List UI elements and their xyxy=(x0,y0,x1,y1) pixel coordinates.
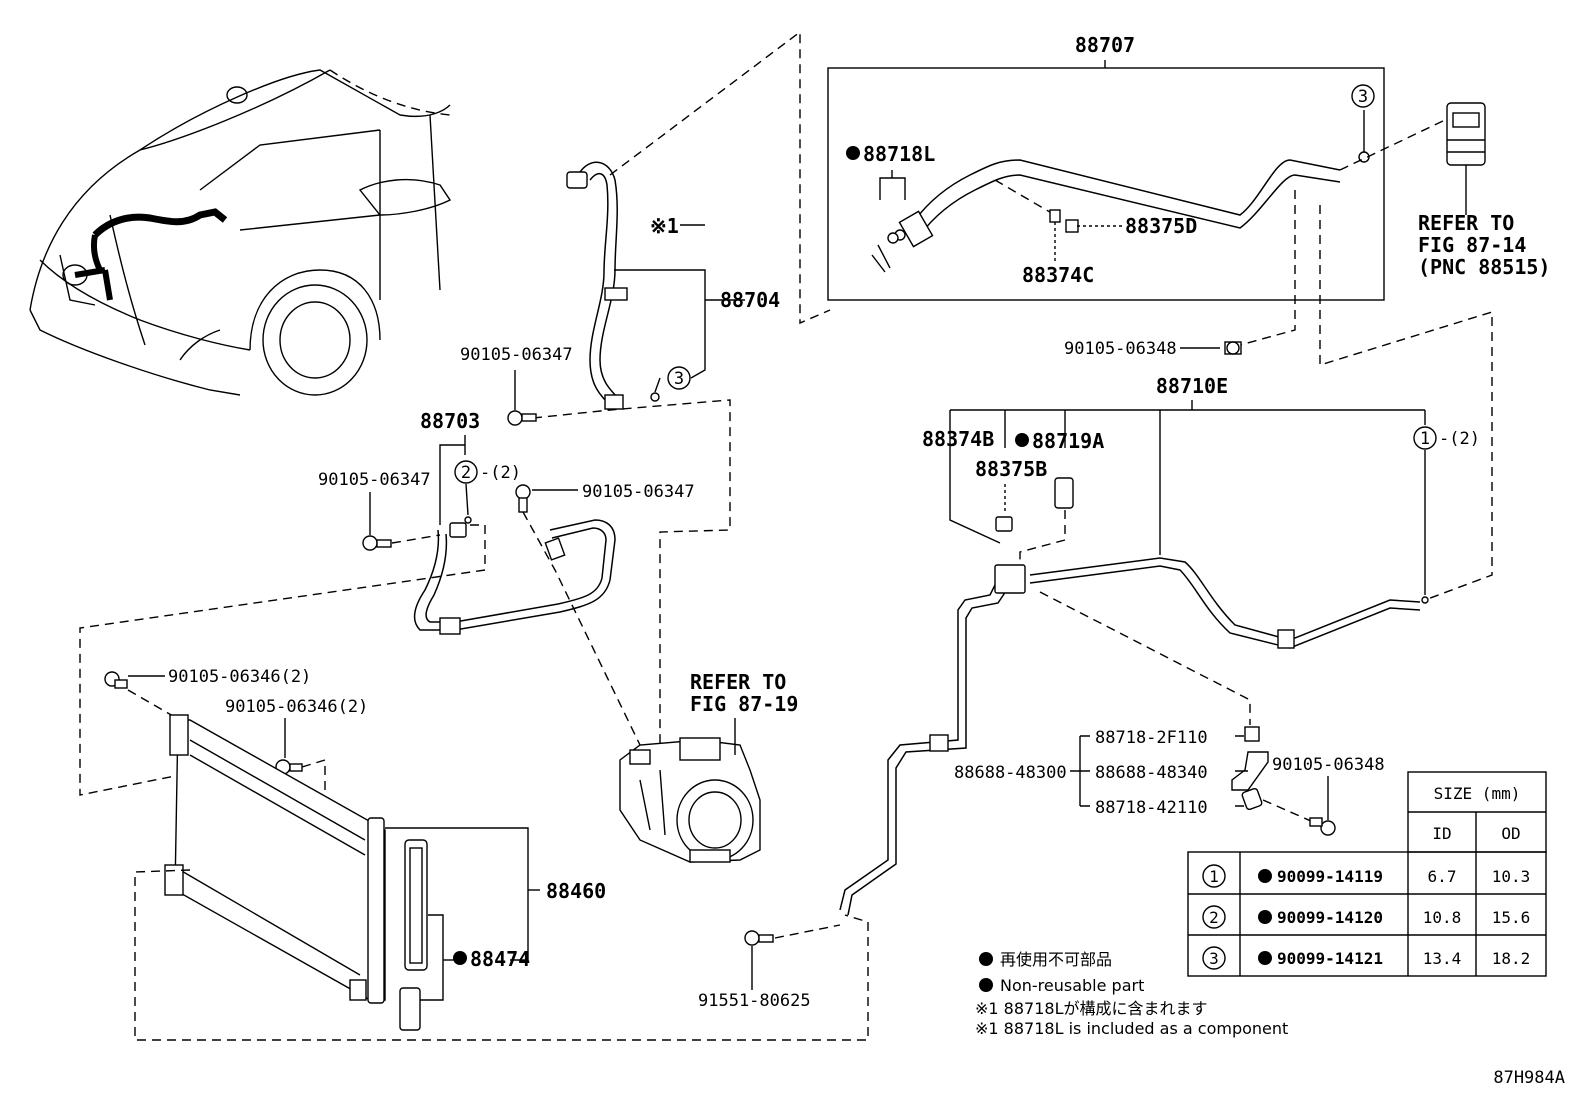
label-88718L: 88718L xyxy=(863,142,935,166)
table-row-2-od: 15.6 xyxy=(1492,908,1531,927)
circled-number-icon xyxy=(1202,946,1226,970)
legend-jp-nonreusable: 再使用不可部品 xyxy=(1000,950,1112,969)
label-90105-06347-a: 90105-06347 xyxy=(460,345,573,365)
label-90105-06348-a: 90105-06348 xyxy=(1064,339,1177,359)
table-row-3-circle: 3 xyxy=(1209,949,1219,968)
label-90105-06348-b: 90105-06348 xyxy=(1272,755,1385,775)
bolt-icon xyxy=(104,671,128,689)
circle-2-a: 2 xyxy=(461,463,471,483)
refer2-line-2: FIG 87-19 xyxy=(690,692,798,716)
circle-3-a: 3 xyxy=(1358,87,1368,107)
table-row-2-part: 90099-14120 xyxy=(1277,908,1383,927)
table-row-3-od: 18.2 xyxy=(1492,949,1531,968)
label-90105-06346-a: 90105-06346(2) xyxy=(168,667,311,687)
hose-88704 xyxy=(566,161,745,410)
bolt-icon xyxy=(507,410,537,426)
label-88474: 88474 xyxy=(470,947,530,971)
bolt-icon xyxy=(1224,341,1242,355)
label-90105-06346-b: 90105-06346(2) xyxy=(225,697,368,717)
88707-frame xyxy=(827,67,1385,301)
label-88688-48300: 88688-48300 xyxy=(954,763,1067,783)
label-88704: 88704 xyxy=(720,288,780,312)
circled-number-icon xyxy=(1202,905,1226,929)
bullet-dot-icon xyxy=(453,951,467,965)
figure-code: 87H984A xyxy=(1493,1068,1565,1088)
condenser xyxy=(164,714,386,1004)
table-row-3-id: 13.4 xyxy=(1423,949,1462,968)
table-row-2-circle: 2 xyxy=(1209,908,1219,927)
circle-3-b: 3 xyxy=(674,369,684,389)
group-88707 xyxy=(827,60,1385,301)
bullet-dot-icon xyxy=(1258,910,1272,924)
label-88375D: 88375D xyxy=(1125,214,1197,238)
bullet-dot-icon xyxy=(1015,433,1029,447)
bolt-icon xyxy=(1309,817,1336,836)
bullet-dot-icon xyxy=(1258,869,1272,883)
label-88688-48340: 88688-48340 xyxy=(1095,763,1208,783)
bullet-dot-icon xyxy=(979,978,993,992)
label-88374C: 88374C xyxy=(1022,263,1094,287)
label-88710E: 88710E xyxy=(1156,374,1228,398)
label-88719A: 88719A xyxy=(1032,429,1104,453)
bullet-dot-icon xyxy=(979,952,993,966)
note-asterisk-1: ※1 xyxy=(650,214,679,238)
desiccant-88474 xyxy=(399,839,428,1031)
circled-number-icon xyxy=(1202,864,1226,888)
circled-number-icon xyxy=(1351,84,1375,108)
table-row-1-circle: 1 xyxy=(1209,867,1219,886)
refer-line-3: (PNC 88515) xyxy=(1418,255,1550,279)
vehicle-illustration xyxy=(29,69,452,396)
label-91551-80625: 91551-80625 xyxy=(698,991,811,1011)
bullet-dot-icon xyxy=(846,146,860,160)
bolt-icon xyxy=(744,930,774,946)
hose-88703 xyxy=(413,519,616,635)
refer2-line-1: REFER TO xyxy=(690,670,786,694)
legend-en-note: ※1 88718L is included as a component xyxy=(975,1019,1288,1038)
size-table: SIZE (mm) ID OD 1 90099-14119 6.7 10.3 2… xyxy=(1187,771,1547,977)
bullet-dot-icon xyxy=(1258,951,1272,965)
legend: 再使用不可部品 Non-reusable part ※1 88718Lが構成に含… xyxy=(975,950,1288,1038)
table-col-od: OD xyxy=(1501,824,1520,843)
pipe-88710E xyxy=(839,557,1421,916)
label-90105-06347-c: 90105-06347 xyxy=(582,482,695,502)
bolt-icon xyxy=(362,535,392,551)
label-88374B: 88374B xyxy=(922,427,994,451)
table-row-3-part: 90099-14121 xyxy=(1277,949,1383,968)
table-row-2-id: 10.8 xyxy=(1423,908,1462,927)
circle-2-suffix: -(2) xyxy=(480,463,521,483)
compressor xyxy=(619,737,761,863)
label-88707: 88707 xyxy=(1075,33,1135,57)
bracket-88688 xyxy=(1231,726,1269,811)
table-header-size: SIZE (mm) xyxy=(1434,784,1521,803)
label-88718-42110: 88718-42110 xyxy=(1095,798,1208,818)
table-row-1-id: 6.7 xyxy=(1428,867,1457,886)
bolt-icon xyxy=(515,484,531,513)
circled-number-icon xyxy=(667,366,691,390)
label-88460: 88460 xyxy=(546,879,606,903)
table-col-id: ID xyxy=(1432,824,1451,843)
legend-en-nonreusable: Non-reusable part xyxy=(1000,976,1144,995)
label-88375B: 88375B xyxy=(975,457,1047,481)
label-90105-06347-b: 90105-06347 xyxy=(318,470,431,490)
label-88703: 88703 xyxy=(420,409,480,433)
table-row-1-od: 10.3 xyxy=(1492,867,1531,886)
circle-1-suffix: -(2) xyxy=(1439,429,1480,449)
circle-1-a: 1 xyxy=(1420,429,1430,449)
refer-line-1: REFER TO xyxy=(1418,211,1514,235)
label-88718-2F110: 88718-2F110 xyxy=(1095,728,1208,748)
circled-number-icon xyxy=(454,460,478,484)
expansion-valve xyxy=(1446,102,1486,166)
refer-line-2: FIG 87-14 xyxy=(1418,233,1526,257)
circled-number-icon xyxy=(1413,426,1437,450)
legend-jp-note: ※1 88718Lが構成に含まれます xyxy=(975,999,1208,1018)
table-row-1-part: 90099-14119 xyxy=(1277,867,1383,886)
